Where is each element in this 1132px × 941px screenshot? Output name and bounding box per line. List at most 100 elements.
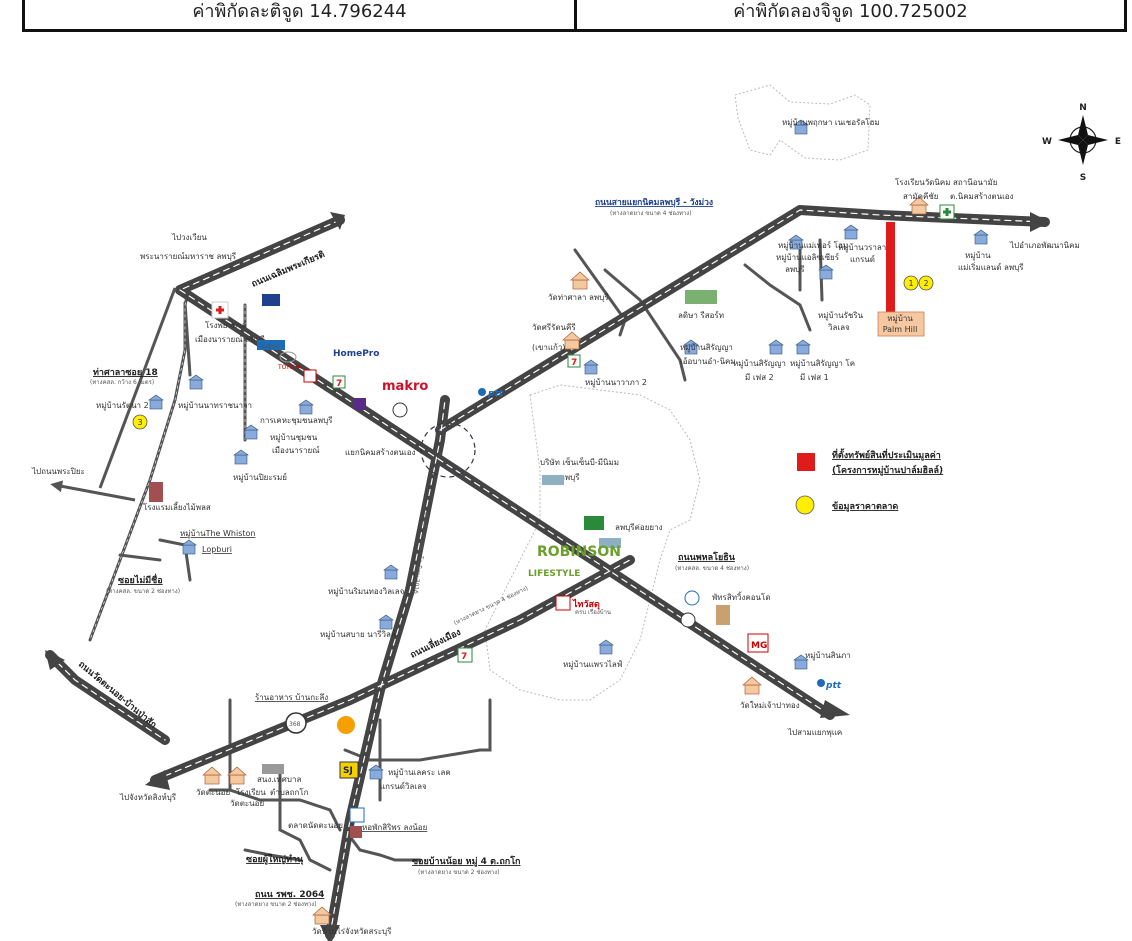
atm-icon — [349, 807, 365, 823]
compass-e: E — [1115, 137, 1121, 147]
signal-icon — [392, 402, 408, 418]
lbl-v-sinnapha: หมู่บ้านสินภา — [805, 651, 851, 661]
legend-property-line1: ที่ตั้งทรัพย์สินที่ประเมินมูลค่า — [832, 448, 941, 461]
dir-pakwian: ไปวงเวียน — [171, 233, 207, 242]
lbl-restaurant: ร้านอาหาร บ้านกะลึง — [255, 693, 328, 702]
lbl-wat-tanoi: วัดตะนอย — [196, 788, 230, 797]
toyota-icon — [279, 351, 297, 363]
lbl-v-sabai: หมู่บ้านสบาย นารีวิลล์ — [320, 629, 396, 640]
makro-logo: makro — [382, 379, 428, 394]
lbl-bsc-b: ลพบุรี — [560, 473, 580, 482]
longitude-cell: ค่าพิกัดลองจิจูด 100.725002 — [574, 0, 1127, 32]
marker-3: 3 — [137, 418, 142, 427]
lbl-wat-sirattana-b: (เขาแก้ว) — [532, 343, 565, 352]
dorm-icon — [350, 826, 362, 838]
road-soi-ban-noi-sub: (ทางลาดยาง ขนาด 2 ช่องทาง) — [418, 869, 500, 876]
hospital-icon — [216, 306, 224, 314]
svg-text:Lotus: Lotus — [262, 343, 278, 350]
lbl-health: สถานีอนามัย — [953, 178, 997, 187]
lbl-wat-thasala: วัดท่าศาลา ลพบุรี — [548, 293, 609, 302]
dir-narai: พระนารายณ์มหาราช ลพบุรี — [140, 251, 237, 261]
dir-saraburi: จังหวัดสระบุรี — [345, 927, 392, 936]
lbl-v-rachai: หมู่บ้านรัชริน — [818, 311, 864, 321]
thaiwatsadu-icon — [555, 595, 571, 611]
seven-icon-3 — [457, 647, 473, 663]
lbl-ms4-b: มี เฟส 2 — [745, 373, 774, 382]
compass-n: N — [1079, 103, 1087, 113]
lbl-v-lakeside: หมู่บ้านเลคระ เลค — [388, 768, 451, 778]
road-sai-yaek: ถนนสายแยกนิคมลพบุรี - วังม่วง — [595, 197, 713, 208]
lbl-whiston-b: Lopburi — [202, 545, 232, 554]
condo-icon — [716, 605, 730, 625]
sj-icon — [339, 761, 359, 779]
suzuki-icon — [303, 369, 317, 383]
lbl-school-b: วัดตะนอย — [230, 799, 264, 808]
road-arrowheads — [45, 212, 1050, 941]
lbl-v-wara-b: แกรนด์ — [850, 254, 875, 264]
warehouse-icon — [584, 516, 604, 530]
lbl-kasem: การเคหะชุมชนลพบุรี — [260, 416, 333, 425]
svg-text:7: 7 — [461, 652, 467, 662]
svg-text:368: 368 — [289, 721, 301, 728]
lbl-hotel: โรงแรมเลี้ยงไม้พลส — [143, 501, 211, 512]
svg-text:ครบ เรื่องบ้าน: ครบ เรื่องบ้าน — [575, 608, 611, 616]
ptt-logo: ptt — [487, 389, 504, 399]
svg-text:7: 7 — [336, 379, 342, 389]
lbl-ms3-b: มี เฟส 1 — [800, 373, 829, 382]
svg-text:ptt: ptt — [825, 681, 842, 691]
factory-icon — [542, 475, 564, 485]
lbl-school1: โรงเรียนวัดนิคม — [895, 177, 950, 187]
svg-text:SJ: SJ — [343, 766, 353, 776]
lbl-ms2: หมู่บ้านสิรัญญา — [680, 343, 733, 353]
lbl-v-riverside: หมู่บ้านริมนทองวิลเลจ — [328, 587, 405, 597]
lbl-ms4: หมู่บ้านสิรัญญา — [733, 359, 786, 369]
lbl-v-wara: หมู่บ้านวราลา — [838, 243, 886, 253]
road-soi18-sub: (ทางคสล. กว้าง 6 เมตร) — [90, 379, 154, 386]
road-soi18: ท่าศาลาซอย 18 — [93, 367, 158, 378]
lbl-pharm: หอพักสิริพร ลงน้อย — [362, 823, 427, 832]
place-labels: หมู่บ้านพฤกษา เนเชอรัลโฮม โรงเรียนวัดนิค… — [96, 117, 1024, 936]
lbl-v-nanot: หมู่บ้านนาทราชนาวา — [178, 401, 252, 411]
lbl-wat-ban-rai: วัดบ้านไร่ — [312, 927, 346, 936]
thaiwatsadu-logo: ไทวัสดุ — [572, 598, 600, 610]
factory-icon-2 — [599, 538, 621, 548]
road-soi-mai: ซอยไม่มีชื่อ — [118, 573, 163, 586]
compass-icon: N S E W — [1042, 103, 1121, 183]
legend-market-label: ข้อมูลราคาตลาด — [832, 501, 898, 512]
lbl-v-elise-b: ลพบุรี — [785, 265, 805, 274]
lbl-v-phanda: หมู่บ้านแพรวไลฟ์ — [563, 659, 623, 670]
lbl-v-elise: หมู่บ้านแม่เพอร์ โฮม — [778, 240, 848, 251]
dir-phatthana: ไปอำเภอพัฒนานิคม — [1009, 241, 1080, 250]
lbl-health-b: ต.นิคมสร้างตนเอง — [950, 192, 1014, 201]
dir-piya: ไปถนนพระปิยะ — [31, 467, 85, 476]
lbl-lop-pet: ลพบุรีค่อยยาง — [615, 523, 663, 532]
compass-w: W — [1042, 137, 1052, 147]
lifestyle-logo: LIFESTYLE — [528, 569, 580, 579]
seven-icon — [332, 375, 346, 389]
road-soi-ban-noi: ซอยบ้านน้อย หมู่ 4 ต.ถกโก — [412, 855, 521, 867]
lbl-wat-sirattana: วัดศรีรัตนคีรี — [532, 323, 576, 332]
mg-icon — [747, 633, 769, 653]
property-road — [886, 222, 895, 314]
district-boundary — [484, 84, 871, 701]
hotel-icon — [149, 482, 163, 502]
lotus-icon — [257, 340, 285, 350]
temple-icons — [202, 196, 929, 925]
lbl-v-mae-b: แม่เริ่มแลนด์ ลพบุรี — [958, 261, 1024, 272]
lbl-v-thong: หมู่บ้านชุมชน — [270, 433, 318, 443]
svg-text:MG: MG — [751, 641, 767, 651]
legend-property-swatch — [797, 453, 815, 471]
palm-hill-label-en: Palm Hill — [883, 325, 918, 334]
svg-text:7: 7 — [571, 358, 577, 368]
lbl-ms5: หมู่บ้านนาวาภา 2 — [585, 378, 647, 388]
lbl-phanda-condo: พัทรสิทวิ้งคอนโด — [712, 591, 771, 602]
ngv-icon — [684, 590, 700, 606]
shop-icon — [354, 398, 366, 410]
brand-logos: Lotus HomePro makro TOYOTA 7 ptt 7 ROBIN… — [149, 204, 955, 838]
road-rp2064: ถนน รพช. 2064 — [255, 890, 324, 900]
junction-markers — [392, 402, 696, 628]
legend: ที่ตั้งทรัพย์สินที่ประเมินมูลค่า (โครงกา… — [795, 448, 943, 515]
robinson-logo: ROBINSON — [537, 544, 621, 560]
lbl-market: ตลาดนัดตะนอย — [288, 821, 343, 830]
road-phahol-sub: (ทางคสล. ขนาด 4 ช่องทาง) — [675, 565, 749, 572]
